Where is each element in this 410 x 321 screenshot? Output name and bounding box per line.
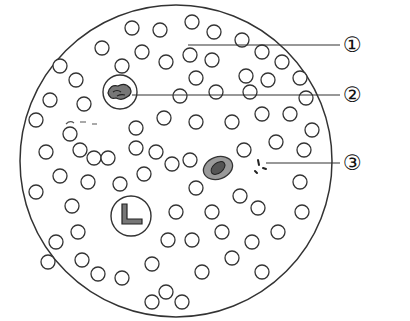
red-cell (165, 157, 179, 171)
red-cell (269, 135, 283, 149)
red-cell (169, 205, 183, 219)
red-cell (251, 201, 265, 215)
red-cell (95, 41, 109, 55)
leader-line (188, 44, 340, 45)
leader-line (266, 162, 340, 163)
red-cell (29, 113, 43, 127)
red-cell (295, 205, 309, 219)
red-cell (185, 15, 199, 29)
red-cell (65, 199, 79, 213)
red-cell (53, 169, 67, 183)
faint-cell-outline (66, 122, 97, 124)
red-cell (135, 45, 149, 59)
white-cell-nucleus (122, 204, 142, 224)
white-cell (111, 196, 151, 236)
platelet (263, 168, 266, 169)
red-cell (115, 271, 129, 285)
red-cell (125, 21, 139, 35)
leader-line (132, 94, 340, 95)
red-cell (293, 175, 307, 189)
red-cell (145, 257, 159, 271)
white-cell-nucleus (108, 84, 131, 99)
callout-number: ① (343, 35, 362, 56)
red-cell (159, 55, 173, 69)
red-cell (255, 265, 269, 279)
red-cell (205, 53, 219, 67)
red-cell (41, 255, 55, 269)
red-cell (81, 175, 95, 189)
callout-number: ② (343, 85, 362, 106)
red-cell (137, 167, 151, 181)
stained-cell (200, 153, 236, 184)
red-cell (239, 69, 253, 83)
red-cell (225, 115, 239, 129)
red-cell (215, 225, 229, 239)
red-cell (207, 25, 221, 39)
red-cell (153, 23, 167, 37)
red-cell (161, 233, 175, 247)
red-cell (237, 143, 251, 157)
red-cell (129, 121, 143, 135)
red-cell (283, 107, 297, 121)
red-cell (243, 85, 257, 99)
white-cell (103, 75, 137, 109)
faint-cell-outline (66, 122, 97, 124)
red-cell (69, 73, 83, 87)
red-cell (91, 267, 105, 281)
red-cell (189, 115, 203, 129)
platelet (258, 160, 259, 165)
red-cell (159, 285, 173, 299)
red-cell (225, 251, 239, 265)
red-cell (195, 265, 209, 279)
red-cell (87, 151, 101, 165)
red-cell (101, 151, 115, 165)
leader-lines (132, 45, 340, 163)
red-cell (293, 71, 307, 85)
red-cell (189, 181, 203, 195)
red-cell (297, 143, 311, 157)
red-cell (275, 55, 289, 69)
red-cell (115, 59, 129, 73)
red-cells (29, 15, 319, 309)
stained-cell-nucleus (209, 159, 228, 177)
red-cell (75, 253, 89, 267)
red-cell (173, 89, 187, 103)
red-cell (205, 205, 219, 219)
red-cell (129, 141, 143, 155)
platelet (255, 171, 257, 173)
red-cell (145, 295, 159, 309)
red-cell (71, 225, 85, 239)
red-cell (233, 189, 247, 203)
red-cell (185, 233, 199, 247)
red-cell (175, 295, 189, 309)
red-cell (255, 45, 269, 59)
field-of-view (20, 5, 332, 317)
red-cell (29, 185, 43, 199)
red-cell (299, 91, 313, 105)
red-cell (183, 153, 197, 167)
red-cell (149, 145, 163, 159)
platelets (255, 160, 266, 173)
red-cell (43, 93, 57, 107)
callout-number: ③ (343, 153, 362, 174)
red-cell (63, 127, 77, 141)
red-cell (189, 71, 203, 85)
red-cell (271, 225, 285, 239)
red-cell (113, 177, 127, 191)
red-cell (245, 235, 259, 249)
red-cell (39, 145, 53, 159)
red-cell (157, 111, 171, 125)
red-cell (77, 97, 91, 111)
red-cell (183, 48, 197, 62)
red-cell (305, 123, 319, 137)
red-cell (49, 235, 63, 249)
red-cell (73, 143, 87, 157)
red-cell (255, 107, 269, 121)
red-cell (53, 59, 67, 73)
red-cell (209, 85, 223, 99)
red-cell (261, 73, 275, 87)
